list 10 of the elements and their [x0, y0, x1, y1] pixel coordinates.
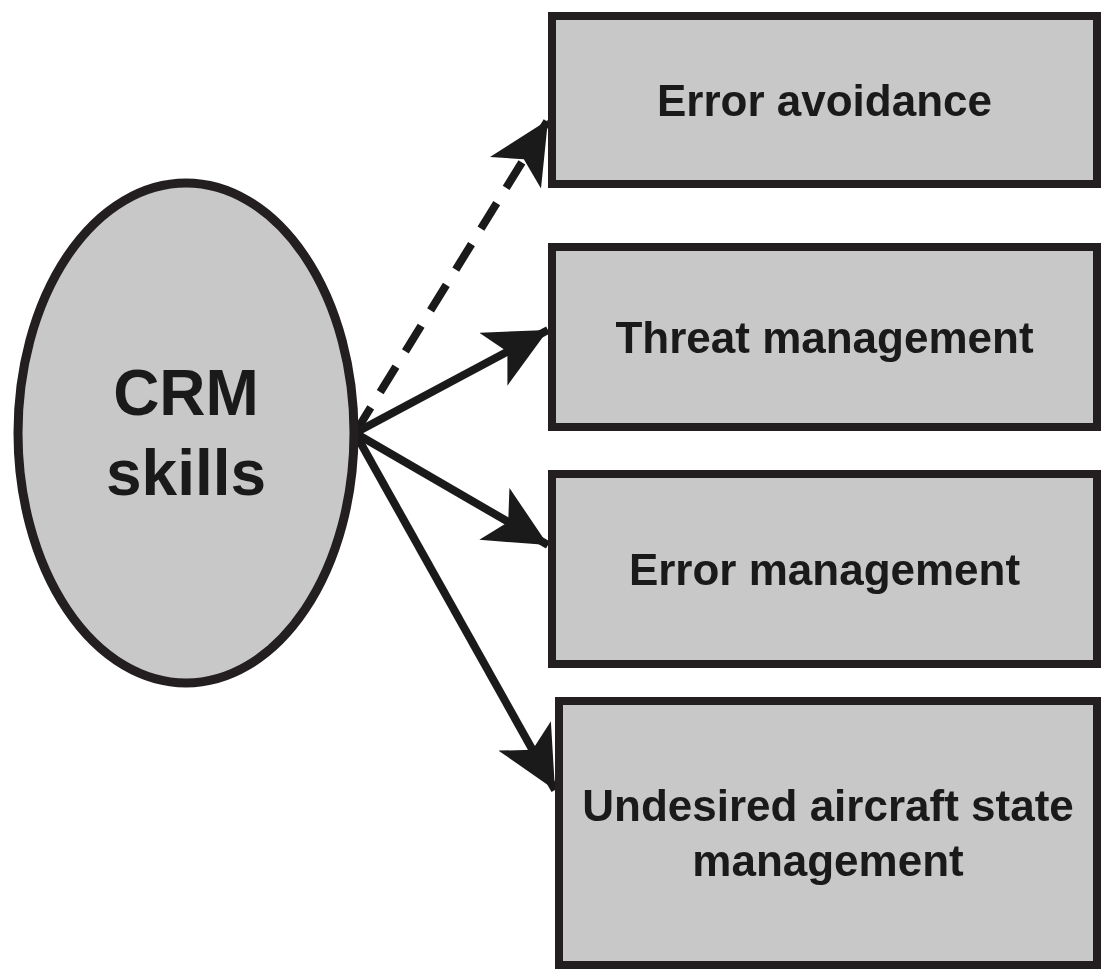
- process-box: [548, 243, 1101, 431]
- process-box: [548, 12, 1101, 188]
- node-label: Error management: [628, 543, 1021, 596]
- process-box: [548, 470, 1101, 668]
- node-label: Undesired aircraft state management: [581, 780, 1075, 887]
- node-label: Threat management: [615, 311, 1034, 364]
- node-label: CRM skills: [104, 356, 268, 511]
- node-label: Error avoidance: [657, 74, 992, 127]
- process-box: [555, 697, 1101, 969]
- ellipse-node: [13, 178, 359, 688]
